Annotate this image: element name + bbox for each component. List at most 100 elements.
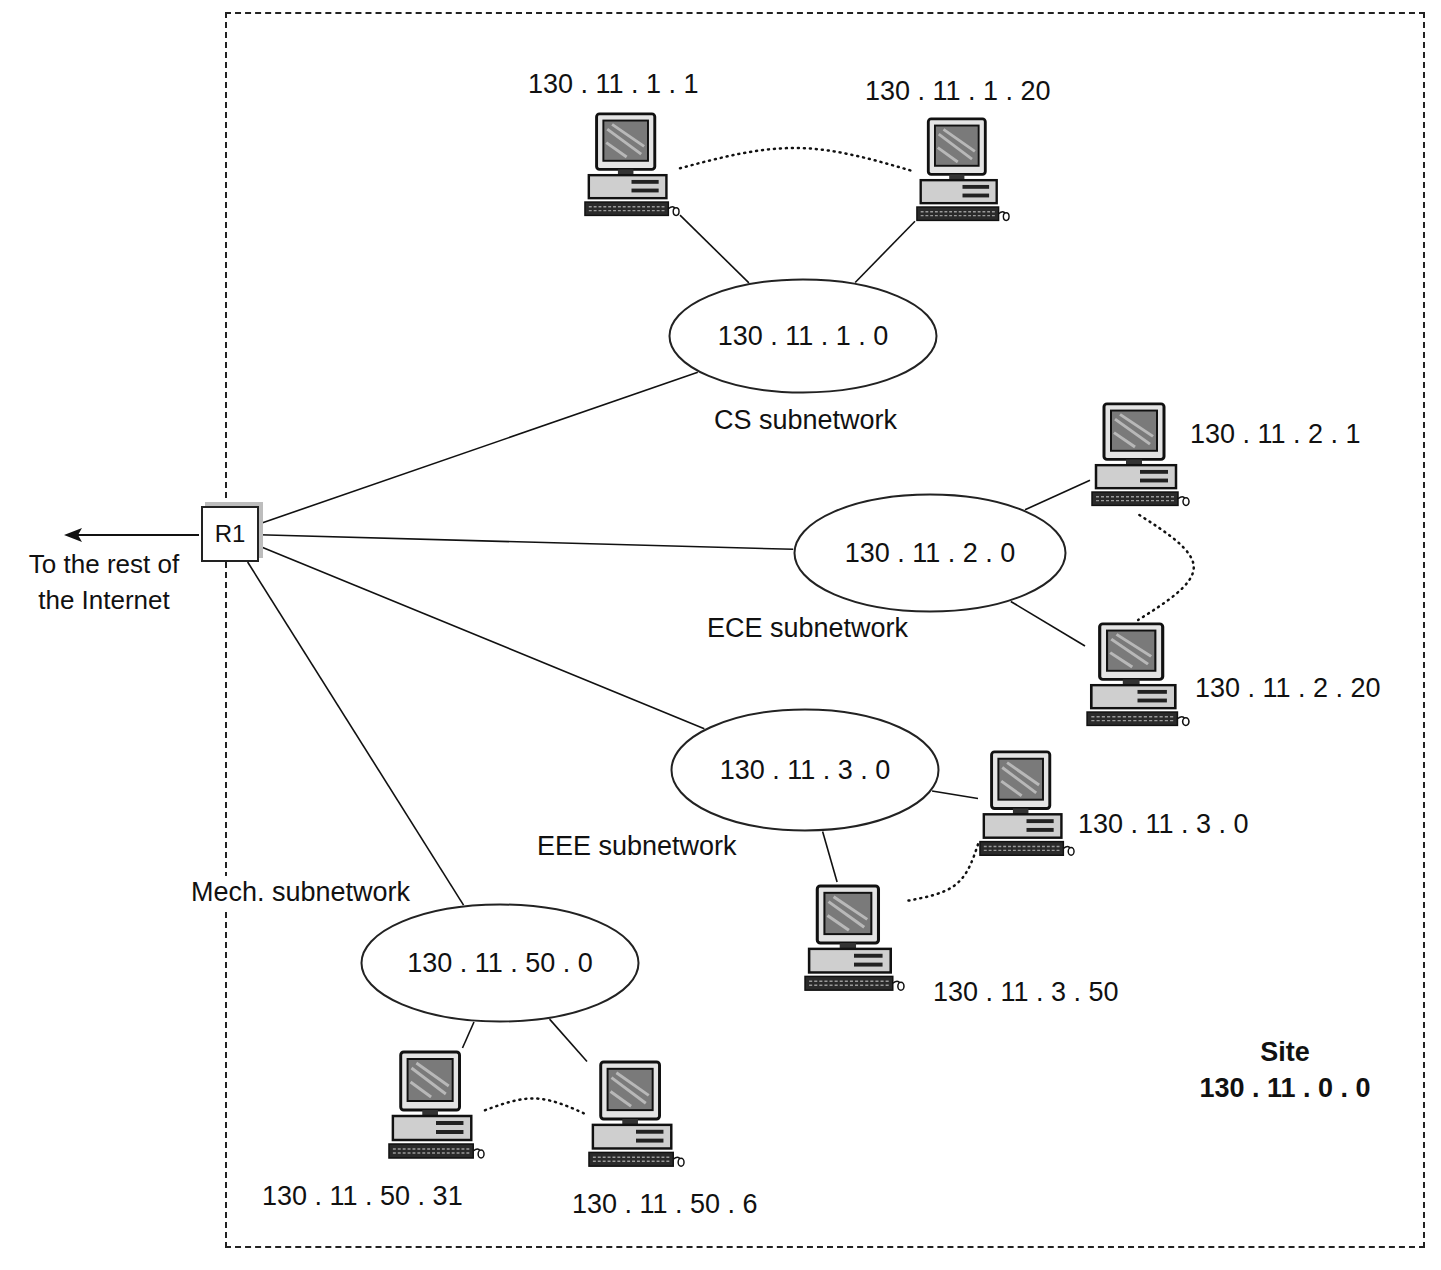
router-box: R1 [201, 506, 259, 562]
ellipse-shape [362, 905, 639, 1022]
drive-slot [1027, 819, 1054, 823]
monitor-case [992, 752, 1050, 809]
host-address: 130 . 11 . 2 . 20 [1195, 672, 1381, 704]
router-name: R1 [215, 520, 246, 548]
keyboard [980, 842, 1063, 856]
monitor-case [1100, 624, 1163, 680]
mouse [1068, 847, 1074, 855]
computer-icon [583, 110, 680, 225]
ellipse-shape [795, 495, 1066, 612]
subnet-name: ECE subnetwork [705, 612, 910, 644]
monitor-screen [408, 1059, 453, 1101]
keyboard [917, 207, 999, 220]
network-link [1011, 601, 1085, 646]
drive-slot [636, 1139, 663, 1143]
subnet-ellipse: 130 . 11 . 50 . 0 [360, 903, 640, 1023]
keyboard [389, 1144, 473, 1158]
screen-image [1001, 763, 1039, 796]
monitor-case [401, 1052, 460, 1110]
subnet-address: 130 . 11 . 1 . 0 [718, 320, 889, 352]
monitor-case [601, 1062, 660, 1119]
system-unit [921, 180, 997, 203]
computer-icon [803, 882, 905, 1000]
drive-slot [1138, 690, 1167, 694]
logical-link [905, 844, 978, 901]
host-computer: 130 . 11 . 2 . 20 [1085, 620, 1190, 735]
keyboard [1087, 712, 1177, 725]
monitor-screen [935, 126, 979, 166]
network-link [932, 791, 978, 799]
keyboard [585, 202, 668, 215]
host-address: 130 . 11 . 2 . 1 [1190, 418, 1361, 450]
drive-slot [632, 189, 659, 193]
system-unit [984, 814, 1062, 837]
keyboard-keys [921, 212, 995, 216]
drive-slot [963, 194, 990, 198]
keyboard-keys [1096, 497, 1174, 501]
computer-icon [978, 748, 1075, 865]
screen-image [827, 897, 867, 930]
subnet-name: EEE subnetwork [535, 830, 739, 862]
host-address: 130 . 11 . 50 . 6 [572, 1188, 758, 1220]
network-link [248, 562, 464, 905]
drive-slot [1140, 479, 1168, 483]
monitor-screen [998, 759, 1043, 800]
monitor-screen [1111, 411, 1157, 451]
host-computer: 130 . 11 . 3 . 0 [978, 748, 1075, 865]
system-unit [809, 949, 891, 973]
network-link [259, 546, 704, 729]
network-link [680, 215, 749, 283]
drive-slot [1140, 470, 1168, 474]
mouse [1003, 213, 1009, 221]
subnet-address: 130 . 11 . 2 . 0 [845, 537, 1016, 569]
drive-slot [1138, 699, 1167, 703]
drive-slot [854, 954, 883, 958]
host-computer: 130 . 11 . 2 . 1 [1090, 400, 1190, 515]
logical-link [1138, 515, 1194, 620]
subnet-name: CS subnetwork [712, 404, 899, 436]
screen-image [411, 1063, 449, 1097]
ellipse-shape [672, 710, 939, 831]
keyboard-keys [1091, 717, 1173, 721]
host-address: 130 . 11 . 3 . 0 [1078, 808, 1249, 840]
keyboard [805, 976, 893, 990]
drive-slot [1027, 828, 1054, 832]
host-address: 130 . 11 . 1 . 1 [528, 68, 699, 100]
network-link [462, 1022, 473, 1048]
network-link [259, 535, 793, 550]
mouse [898, 982, 904, 990]
system-unit [589, 175, 667, 198]
monitor-screen [608, 1069, 653, 1110]
screen-image [606, 124, 644, 157]
keyboard-keys [393, 1149, 469, 1153]
internet-uplink [64, 528, 199, 542]
monitor-screen [603, 121, 648, 161]
monitor-case [928, 119, 985, 175]
logical-link [680, 148, 915, 172]
subnet-ellipse: 130 . 11 . 3 . 0 [670, 708, 940, 832]
network-link [550, 1019, 587, 1061]
mouse [478, 1150, 484, 1158]
host-address: 130 . 11 . 1 . 20 [865, 75, 1051, 107]
subnet-address: 130 . 11 . 3 . 0 [720, 754, 891, 786]
subnet-ellipse: 130 . 11 . 1 . 0 [668, 278, 938, 394]
drive-slot [436, 1130, 463, 1134]
uplink-line [78, 534, 199, 536]
site-heading: Site [1170, 1034, 1400, 1070]
system-unit [1096, 465, 1176, 488]
subnet-name: Mech. subnetwork [189, 876, 412, 908]
drive-slot [963, 185, 990, 189]
keyboard [589, 1152, 673, 1166]
site-caption: Site130 . 11 . 0 . 0 [1170, 1034, 1400, 1106]
screen-image [1114, 414, 1153, 447]
monitor-case [1104, 404, 1164, 460]
mouse [678, 1158, 684, 1166]
keyboard-keys [593, 1157, 669, 1161]
system-unit [593, 1125, 671, 1149]
mouse [1183, 718, 1189, 726]
host-computer: 130 . 11 . 50 . 31 [387, 1048, 485, 1168]
monitor-case [597, 114, 655, 170]
subnet-ellipse: 130 . 11 . 2 . 0 [793, 493, 1067, 613]
computer-icon [1085, 620, 1190, 735]
